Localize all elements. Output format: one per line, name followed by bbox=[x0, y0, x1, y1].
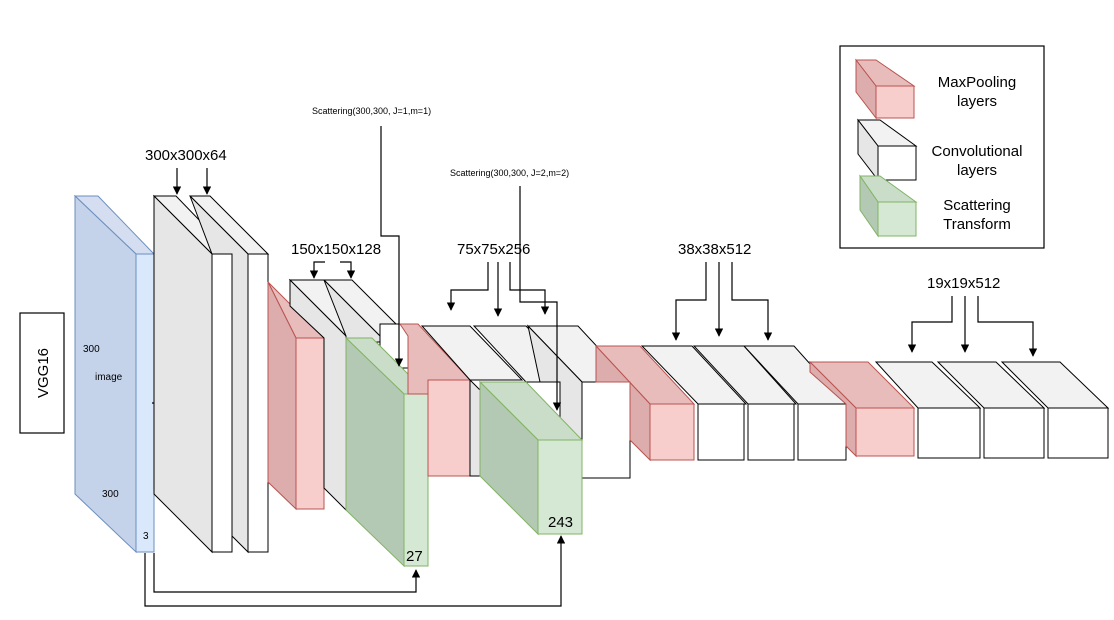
input-caption: image bbox=[95, 372, 123, 383]
legend-scatter-line2: Transform bbox=[943, 216, 1011, 233]
block3-dim-label: 75x75x256 bbox=[457, 241, 530, 258]
legend: MaxPooling layers Convolutional layers S… bbox=[839, 45, 1045, 249]
block5-conv-layer-1 bbox=[874, 361, 982, 459]
input-channels-label: 3 bbox=[143, 531, 149, 542]
scattering-1-label: Scattering(300,300, J=1,m=1) bbox=[312, 106, 431, 116]
block5-arrow-3 bbox=[977, 296, 1038, 357]
legend-conv-swatch bbox=[856, 118, 918, 182]
scattering-1-arrow bbox=[380, 126, 404, 367]
block2-conv-layer-2 bbox=[322, 279, 410, 369]
input-image-block: 300 image 300 3 bbox=[73, 194, 156, 554]
block5-dim-label: 19x19x512 bbox=[927, 275, 1000, 292]
block4-maxpool-layer bbox=[808, 360, 916, 458]
scattering-2-channels: 243 bbox=[548, 514, 573, 531]
block4-arrow-1 bbox=[671, 262, 707, 341]
block5-arrow-1 bbox=[907, 296, 953, 353]
scattering-transform-2: 243 bbox=[478, 380, 584, 536]
scattering-transform-1: 27 bbox=[344, 336, 430, 568]
block1-maxpool-layer bbox=[267, 281, 326, 511]
legend-scatter-line1: Scattering bbox=[943, 197, 1011, 214]
scattering-2-label: Scattering(300,300, J=2,m=2) bbox=[450, 168, 569, 178]
legend-conv-line1: Convolutional bbox=[932, 143, 1023, 160]
block4-conv-layer-3 bbox=[742, 345, 848, 461]
model-name-label: VGG16 bbox=[35, 348, 52, 398]
legend-maxpool-line2: layers bbox=[957, 93, 997, 110]
legend-scatter-swatch bbox=[859, 174, 918, 238]
input-to-scattering-1-connector bbox=[153, 553, 421, 593]
block4-arrow-3 bbox=[731, 262, 773, 341]
block4-conv-layer-1 bbox=[640, 345, 748, 461]
block5-conv-layer-2 bbox=[936, 361, 1046, 459]
input-height-label: 300 bbox=[83, 344, 100, 355]
block2-maxpool-layer bbox=[399, 323, 472, 477]
model-name-box: VGG16 bbox=[19, 312, 65, 434]
block3-arrow-1 bbox=[446, 262, 489, 311]
legend-maxpool-swatch bbox=[854, 58, 916, 120]
block3-conv-layer-1 bbox=[420, 325, 524, 477]
block2-dim-label: 150x150x128 bbox=[291, 241, 381, 258]
block3-maxpool-layer bbox=[594, 344, 696, 462]
block1-conv-layer-2 bbox=[188, 195, 270, 554]
legend-maxpool-line1: MaxPooling bbox=[938, 74, 1016, 91]
scattering-1-channels: 27 bbox=[406, 548, 423, 565]
legend-conv-line2: layers bbox=[957, 162, 997, 179]
input-width-label: 300 bbox=[102, 489, 119, 500]
block4-dim-label: 38x38x512 bbox=[678, 241, 751, 258]
block3-arrow-3 bbox=[509, 262, 550, 315]
scattering-2-arrow bbox=[519, 186, 562, 411]
input-to-scattering-2-connector bbox=[144, 535, 566, 607]
block1-dim-label: 300x300x64 bbox=[145, 147, 227, 164]
block4-conv-layer-2 bbox=[692, 345, 798, 461]
block2-arrow-2 bbox=[340, 261, 356, 279]
block5-conv-layer-3 bbox=[1000, 361, 1110, 459]
block2-arrow-1 bbox=[309, 261, 325, 279]
